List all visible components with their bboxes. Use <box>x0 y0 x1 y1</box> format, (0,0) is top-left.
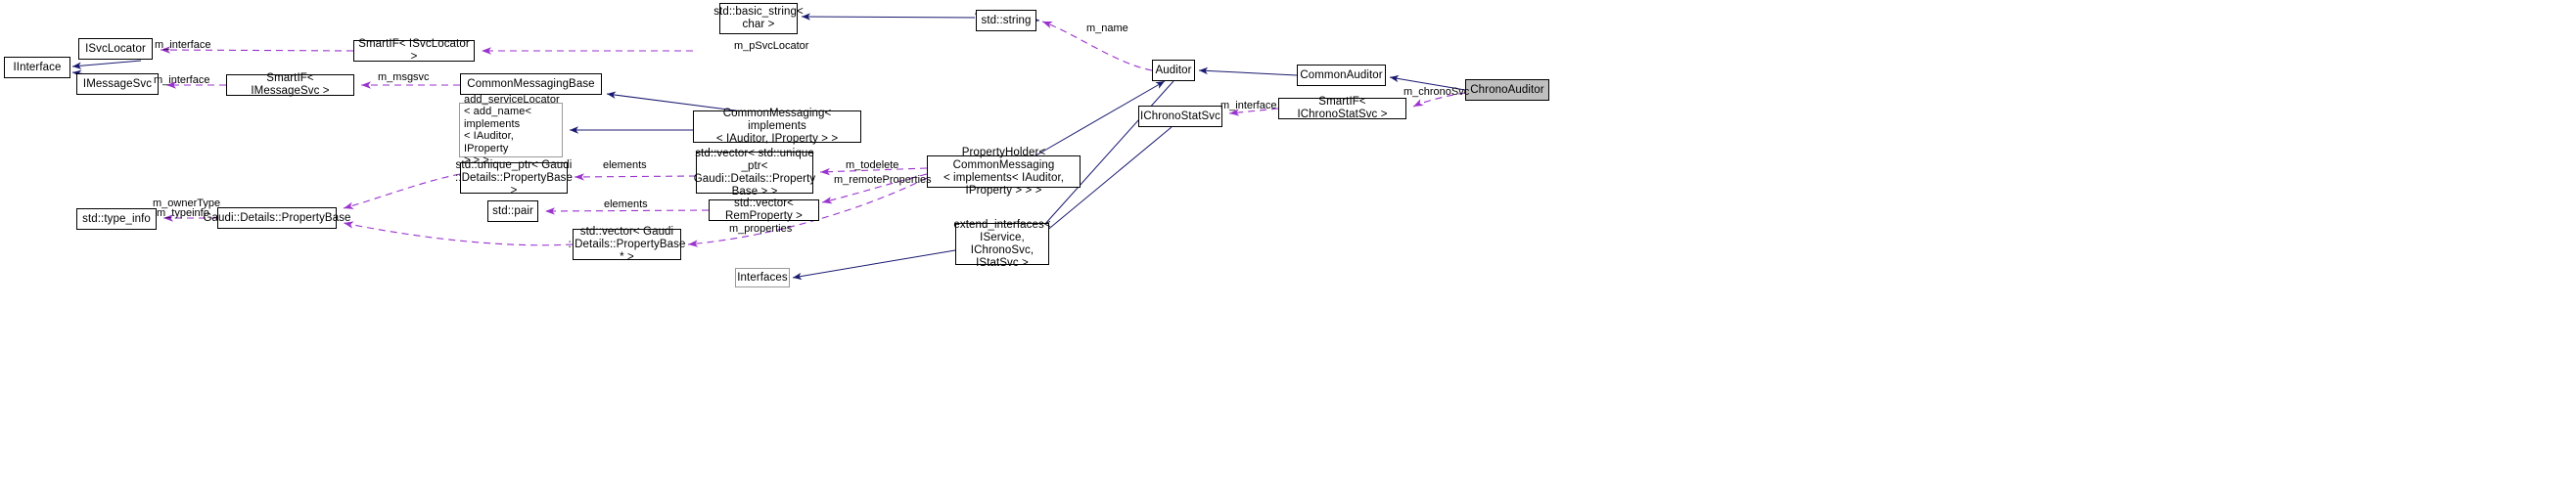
inheritance-edge-string <box>801 13 976 21</box>
node-std-pair[interactable]: std::pair <box>487 200 538 222</box>
node-commonmessagingbase[interactable]: CommonMessagingBase <box>460 73 602 95</box>
edge-label-m-interface-isvclocator: m_interface <box>155 39 211 51</box>
edge-label-m-interface-ichronostatsvc: m_interface <box>1220 100 1277 111</box>
node-add-servicelocator[interactable]: add_serviceLocator < add_name< implement… <box>459 94 563 166</box>
edge-label-elements-unique-ptr: elements <box>603 159 647 171</box>
node-std-string[interactable]: std::string <box>976 10 1036 31</box>
node-commonauditor[interactable]: CommonAuditor <box>1297 65 1386 86</box>
node-std-vector-unique-ptr-propertybase[interactable]: std::vector< std::unique _ptr< Gaudi::De… <box>693 147 816 198</box>
edge-label-m-psvclocator: m_pSvcLocator <box>734 40 809 52</box>
edge-label-m-name: m_name <box>1086 22 1128 34</box>
edge-label-m-typeinfo: m_typeinfo <box>157 207 209 219</box>
node-std-basic-string[interactable]: std::basic_string< char > <box>713 3 804 34</box>
edge-label-m-chronosvc: m_chronoSvc <box>1403 86 1470 98</box>
node-extend-interfaces[interactable]: extend_interfaces< IService, IChronoSvc,… <box>953 218 1051 269</box>
node-std-vector-propertybase-ptr[interactable]: std::vector< Gaudi ::Details::PropertyBa… <box>568 225 686 263</box>
edge-label-m-todelete: m_todelete <box>846 159 899 171</box>
node-iinterface[interactable]: IInterface <box>4 57 70 78</box>
edge-label-m-properties: m_properties <box>729 223 793 235</box>
node-isvclocator[interactable]: ISvcLocator <box>78 38 153 60</box>
node-std-unique-ptr-propertybase[interactable]: std::unique_ptr< Gaudi ::Details::Proper… <box>455 158 573 197</box>
node-std-type-info[interactable]: std::type_info <box>76 208 157 230</box>
node-auditor[interactable]: Auditor <box>1152 60 1195 81</box>
node-ichronostatsvc[interactable]: IChronoStatSvc <box>1138 106 1222 127</box>
node-smartif-imessagesvc[interactable]: SmartIF< IMessageSvc > <box>226 72 354 97</box>
edge-label-m-ownertype: m_ownerType <box>153 198 221 209</box>
node-std-vector-remproperty[interactable]: std::vector< RemProperty > <box>709 198 819 222</box>
edge-label-m-msgsvc: m_msgsvc <box>378 71 430 83</box>
node-interfaces[interactable]: Interfaces <box>735 268 790 287</box>
node-propertyholder[interactable]: PropertyHolder< CommonMessaging < implem… <box>927 147 1081 197</box>
node-chronoauditor[interactable]: ChronoAuditor <box>1465 79 1549 101</box>
node-smartif-ichronostatsvc[interactable]: SmartIF< IChronoStatSvc > <box>1278 96 1406 120</box>
edge-label-m-interface-imessagesvc: m_interface <box>154 74 210 86</box>
edge-label-elements-pair: elements <box>604 198 648 210</box>
node-smartif-isvclocator[interactable]: SmartIF< ISvcLocator > <box>353 38 475 63</box>
edge-label-m-remoteproperties: m_remoteProperties <box>834 174 932 186</box>
inheritance-edges <box>71 13 1466 281</box>
node-gaudi-details-propertybase[interactable]: Gaudi::Details::PropertyBase <box>203 207 350 229</box>
node-commonmessaging[interactable]: CommonMessaging< implements < IAuditor, … <box>693 108 861 145</box>
node-imessagesvc[interactable]: IMessageSvc <box>76 73 159 95</box>
